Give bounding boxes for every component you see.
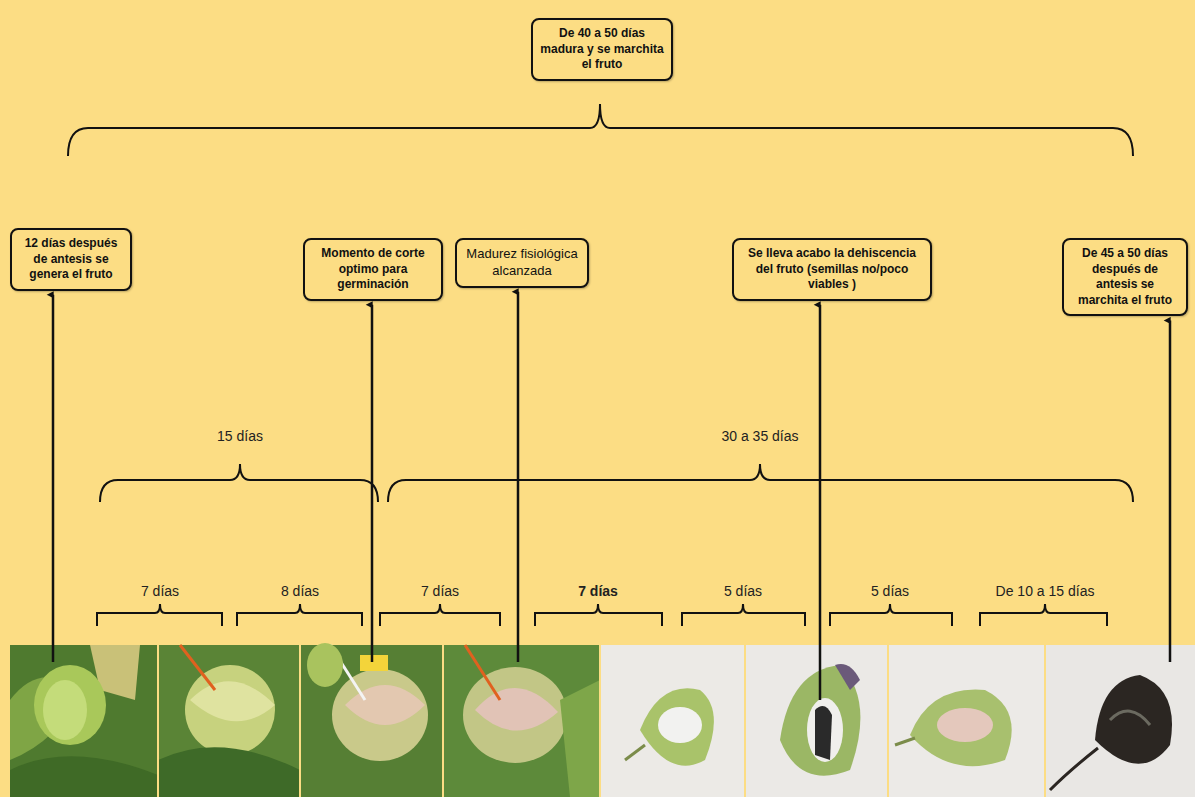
pointer-arrow — [371, 305, 374, 662]
duration-label: 7 días — [421, 583, 459, 599]
duration-label: De 10 a 15 días — [996, 583, 1095, 599]
photo — [158, 645, 300, 797]
bracket — [97, 604, 222, 626]
box-text: 12 días después de antesis se genera el … — [19, 236, 123, 283]
process-box: Madurez fisiológica alcanzada — [455, 238, 589, 288]
bracket — [830, 604, 952, 626]
photo — [888, 645, 1045, 797]
duration-label: 5 días — [724, 583, 762, 599]
photo — [10, 645, 158, 797]
box-text: Madurez fisiológica alcanzada — [464, 246, 580, 280]
process-box: 12 días después de antesis se genera el … — [10, 228, 132, 291]
bracket — [535, 604, 662, 626]
box-text: De 45 a 50 días después de antesis se ma… — [1071, 246, 1179, 308]
duration-label: 5 días — [871, 583, 909, 599]
duration-label: 15 días — [217, 428, 263, 444]
photo — [745, 645, 888, 797]
bracket — [237, 604, 362, 626]
photo-strip — [10, 643, 1195, 797]
photo — [300, 643, 443, 797]
bracket — [68, 104, 1133, 156]
brackets — [68, 104, 1133, 626]
duration-label: 8 días — [281, 583, 319, 599]
duration-label: 7 días — [141, 583, 179, 599]
bracket — [682, 604, 805, 626]
photo — [600, 645, 745, 797]
pointer-arrow — [819, 305, 822, 700]
photo — [443, 645, 600, 797]
box-text: Momento de corte optimo para germinación — [312, 246, 434, 293]
pointer-arrows — [53, 292, 1170, 700]
process-box: Momento de corte optimo para germinación — [303, 238, 443, 301]
duration-label: 30 a 35 días — [721, 428, 798, 444]
box-text: De 40 a 50 días madura y se marchita el … — [540, 26, 664, 73]
process-box: De 40 a 50 días madura y se marchita el … — [531, 18, 673, 81]
process-box: Se lleva acabo la dehiscencia del fruto … — [732, 238, 932, 301]
bracket — [388, 464, 1133, 502]
bracket — [380, 604, 500, 626]
pointer-arrow — [52, 295, 55, 662]
bracket — [980, 604, 1107, 626]
bracket — [100, 464, 378, 502]
photo — [1045, 645, 1195, 797]
duration-label: 7 días — [578, 583, 618, 599]
pointer-arrow — [1169, 320, 1172, 662]
process-box: De 45 a 50 días después de antesis se ma… — [1062, 238, 1188, 316]
box-text: Se lleva acabo la dehiscencia del fruto … — [741, 246, 923, 293]
pointer-arrow — [517, 292, 520, 662]
